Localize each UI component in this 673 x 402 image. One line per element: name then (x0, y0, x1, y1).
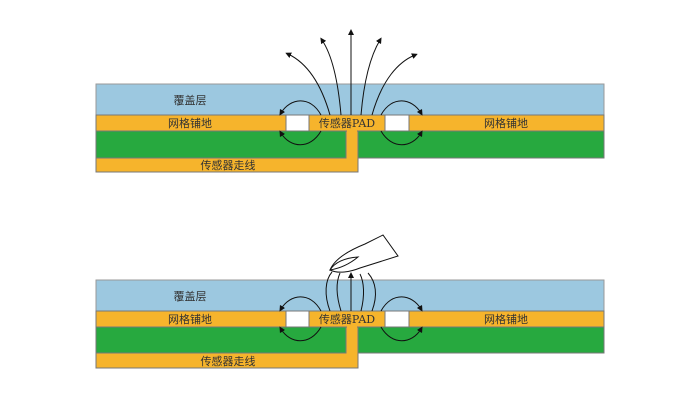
field-line-up-left-2 (325, 271, 333, 312)
field-arc-top-left (279, 296, 322, 312)
diagram-no-touch: 覆盖层 网格铺地 传感器PAD 网格铺地 传感器走线 (95, 29, 605, 173)
field-lines (279, 271, 423, 342)
trace-label: 传感器走线 (201, 354, 256, 368)
ground-right-label: 网格铺地 (484, 312, 528, 326)
overlay-layer (95, 279, 605, 312)
gap-left (285, 114, 310, 132)
ground-left-label: 网格铺地 (168, 116, 212, 130)
substrate-right (357, 326, 605, 354)
diagram-finger-touch: 覆盖层 网格铺地 传感器PAD 网格铺地 传感器走线 (95, 234, 605, 369)
field-line-up-left-2 (285, 52, 331, 116)
overlay-label: 覆盖层 (174, 289, 207, 303)
field-line-up-right-1 (359, 273, 364, 312)
substrate-left (95, 326, 347, 354)
overlay-label: 覆盖层 (174, 93, 207, 107)
sensor-trace (95, 326, 359, 369)
field-arc-bottom-left (279, 326, 322, 342)
gap-right (384, 114, 410, 132)
field-arc-bottom-right (380, 130, 423, 146)
gap-right (384, 310, 410, 328)
field-line-up-right-2 (371, 53, 418, 116)
field-arc-bottom-right (380, 326, 423, 342)
field-arc-top-right (380, 100, 423, 116)
field-arc-top-left (279, 100, 322, 116)
field-line-up-right-1 (360, 37, 382, 116)
substrate-right (357, 130, 605, 159)
overlay-layer (95, 83, 605, 116)
field-arc-top-right (380, 296, 423, 312)
field-lines (279, 29, 423, 146)
gap-left (285, 310, 310, 328)
ground-right-label: 网格铺地 (484, 116, 528, 130)
pad-label: 传感器PAD (319, 313, 375, 326)
finger-icon (328, 234, 399, 273)
field-line-up-right-2 (367, 272, 376, 312)
field-line-up-left-1 (336, 272, 342, 312)
field-arc-bottom-left (279, 130, 322, 146)
trace-label: 传感器走线 (201, 158, 256, 172)
substrate-left (95, 130, 347, 159)
ground-left-label: 网格铺地 (168, 312, 212, 326)
pad-label: 传感器PAD (319, 117, 375, 130)
field-line-up-left-1 (320, 37, 342, 116)
sensor-trace (95, 130, 359, 173)
